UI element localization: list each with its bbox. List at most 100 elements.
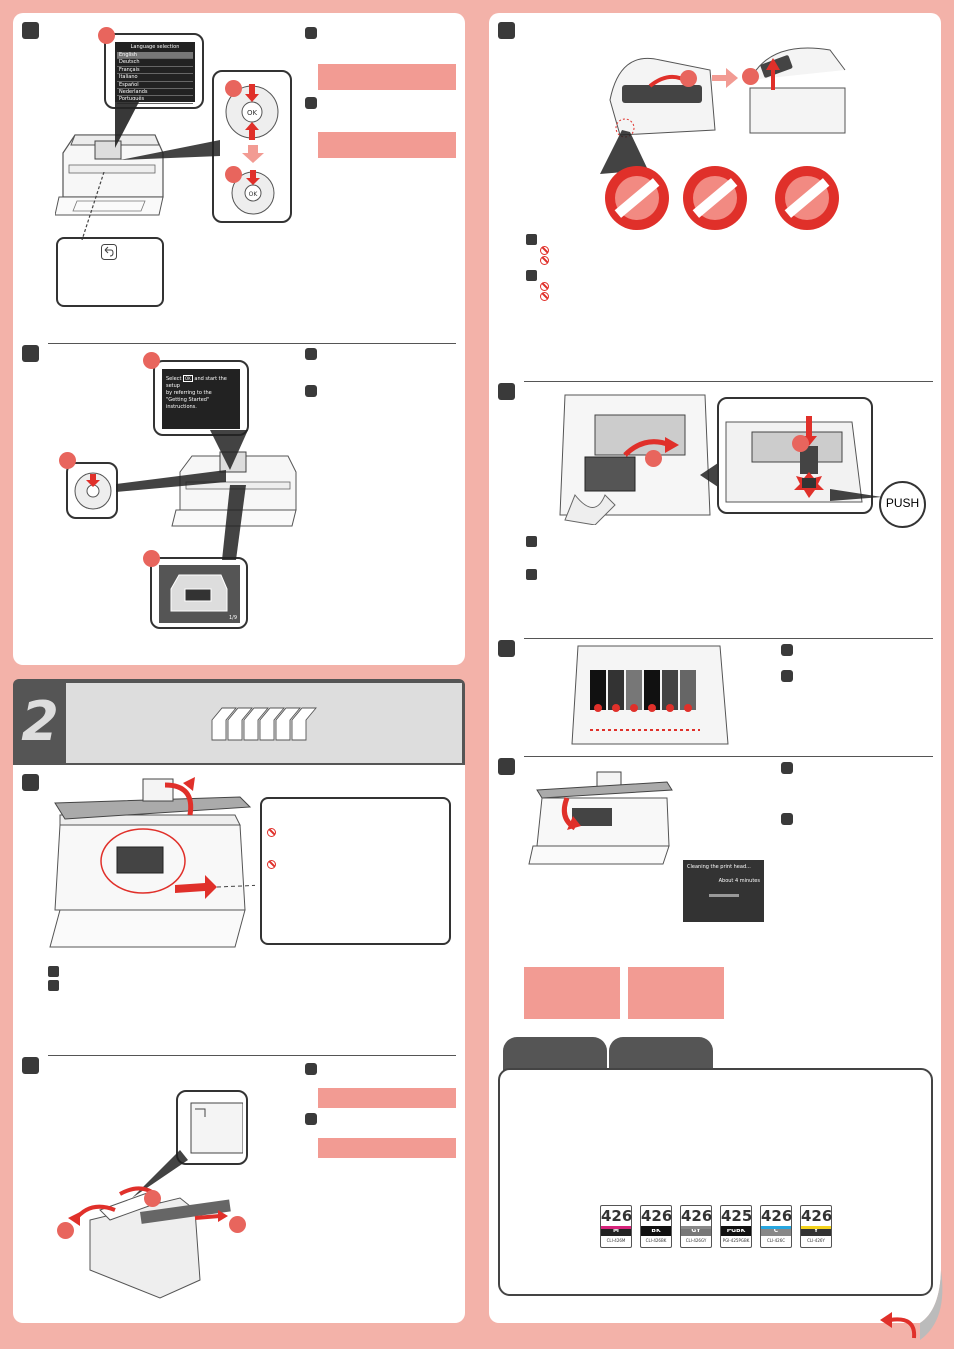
callout-line [600, 130, 648, 174]
ink-color-swatch [761, 1226, 791, 1229]
callout-line [210, 430, 248, 470]
close-scanner-illustration [528, 771, 673, 865]
prohibited-icon [540, 282, 549, 291]
ink-color-swatch [721, 1226, 751, 1229]
ink-color-swatch [681, 1226, 711, 1229]
caution-box [260, 797, 451, 945]
callout-line [132, 1150, 188, 1198]
down-arrow-icon [242, 145, 264, 163]
prohibited-icon [540, 256, 549, 265]
prohibited-icon [267, 860, 276, 869]
next-step-button[interactable] [524, 967, 620, 1019]
callout-line [120, 140, 220, 160]
ink-tank-number: 426 [641, 1207, 673, 1225]
divider [524, 756, 933, 757]
turn-page-arrow-icon [880, 1312, 917, 1339]
divider [524, 638, 933, 639]
unpack-tank-illustration [68, 1186, 231, 1299]
ok-button-illustration: OK [231, 170, 275, 215]
step-marker [781, 762, 793, 774]
page-curl [860, 1270, 954, 1349]
callout-b [792, 435, 809, 452]
language-option[interactable]: Italiano [117, 74, 193, 82]
step-marker [22, 774, 39, 791]
step-marker [781, 644, 793, 656]
callout-line [115, 100, 140, 148]
callout-a [645, 450, 662, 467]
step-marker [48, 966, 59, 977]
step-marker [22, 345, 39, 362]
language-option[interactable]: Français [117, 67, 193, 75]
install-tank-illustration [559, 394, 711, 525]
callout-a [680, 70, 697, 87]
ink-tank-name: CLI-426C [766, 1238, 786, 1243]
ink-color-swatch [601, 1226, 631, 1229]
do-not-touch-icon [605, 166, 669, 230]
do-not-touch-icon [775, 166, 839, 230]
scroll-wheel-illustration: OK [225, 84, 279, 140]
note-bar [318, 1088, 456, 1108]
divider [48, 343, 456, 344]
cleaning-screen: Cleaning the print head... About 4 minut… [683, 860, 764, 922]
ink-tank-number: 426 [761, 1207, 793, 1225]
setup-screen: Select OK and start the setup by referri… [162, 369, 240, 429]
cleaning-progress [708, 894, 739, 897]
step-marker [22, 1057, 39, 1074]
push-label: PUSH [885, 496, 920, 510]
cleaning-screen-title: Cleaning the print head... [687, 864, 751, 870]
callout-a [144, 1190, 161, 1207]
ink-color-swatch [641, 1226, 671, 1229]
step-marker [526, 569, 537, 580]
remove-cap-illustration [609, 47, 846, 138]
svg-text:OK: OK [247, 109, 258, 117]
step-marker [305, 348, 317, 360]
svg-text:OK: OK [249, 191, 259, 198]
divider [48, 1055, 456, 1056]
language-option[interactable]: English [117, 52, 193, 60]
push-badge [879, 481, 926, 528]
note-bar [318, 1138, 456, 1158]
step-marker [305, 97, 317, 109]
step-marker [526, 270, 537, 281]
ink-tank-name: PGI-425PGBK [722, 1238, 750, 1243]
ink-tank-name: CLI-426GY [685, 1238, 707, 1243]
language-option[interactable]: Português [117, 96, 193, 104]
ink-tank-name: CLI-426M [606, 1238, 626, 1243]
callout-b [742, 68, 759, 85]
callout-c [229, 1216, 246, 1233]
callout-b [225, 80, 242, 97]
callout-c [225, 166, 242, 183]
open-scanner-illustration [49, 777, 255, 948]
language-option[interactable]: Deutsch [117, 59, 193, 67]
language-option[interactable]: Español [117, 82, 193, 90]
cleaning-screen-time: About 4 minutes [718, 878, 760, 884]
step-marker [781, 670, 793, 682]
do-not-touch-icon [683, 166, 747, 230]
ink-tank-code: PGBK [721, 1226, 751, 1236]
ink-tank-number: 425 [721, 1207, 753, 1225]
note-bar [318, 132, 456, 158]
step-marker [22, 22, 39, 39]
callout-a [98, 27, 115, 44]
ink-tank-code: GY [681, 1226, 711, 1236]
callout-b [59, 452, 76, 469]
step-marker [305, 1063, 317, 1075]
step-marker [526, 234, 537, 245]
language-option[interactable]: Nederlands [117, 89, 193, 97]
step-marker [498, 22, 515, 39]
next-step-button[interactable] [628, 967, 724, 1019]
callout-b [57, 1222, 74, 1239]
step-marker [498, 758, 515, 775]
step-marker [781, 813, 793, 825]
ink-tank-code: C [761, 1226, 791, 1236]
callout-c [143, 550, 160, 567]
prohibited-icon [267, 828, 276, 837]
divider [524, 381, 933, 382]
guide-page-number: 1/9 [228, 615, 237, 621]
ink-tank-name: CLI-426BK [645, 1238, 667, 1243]
